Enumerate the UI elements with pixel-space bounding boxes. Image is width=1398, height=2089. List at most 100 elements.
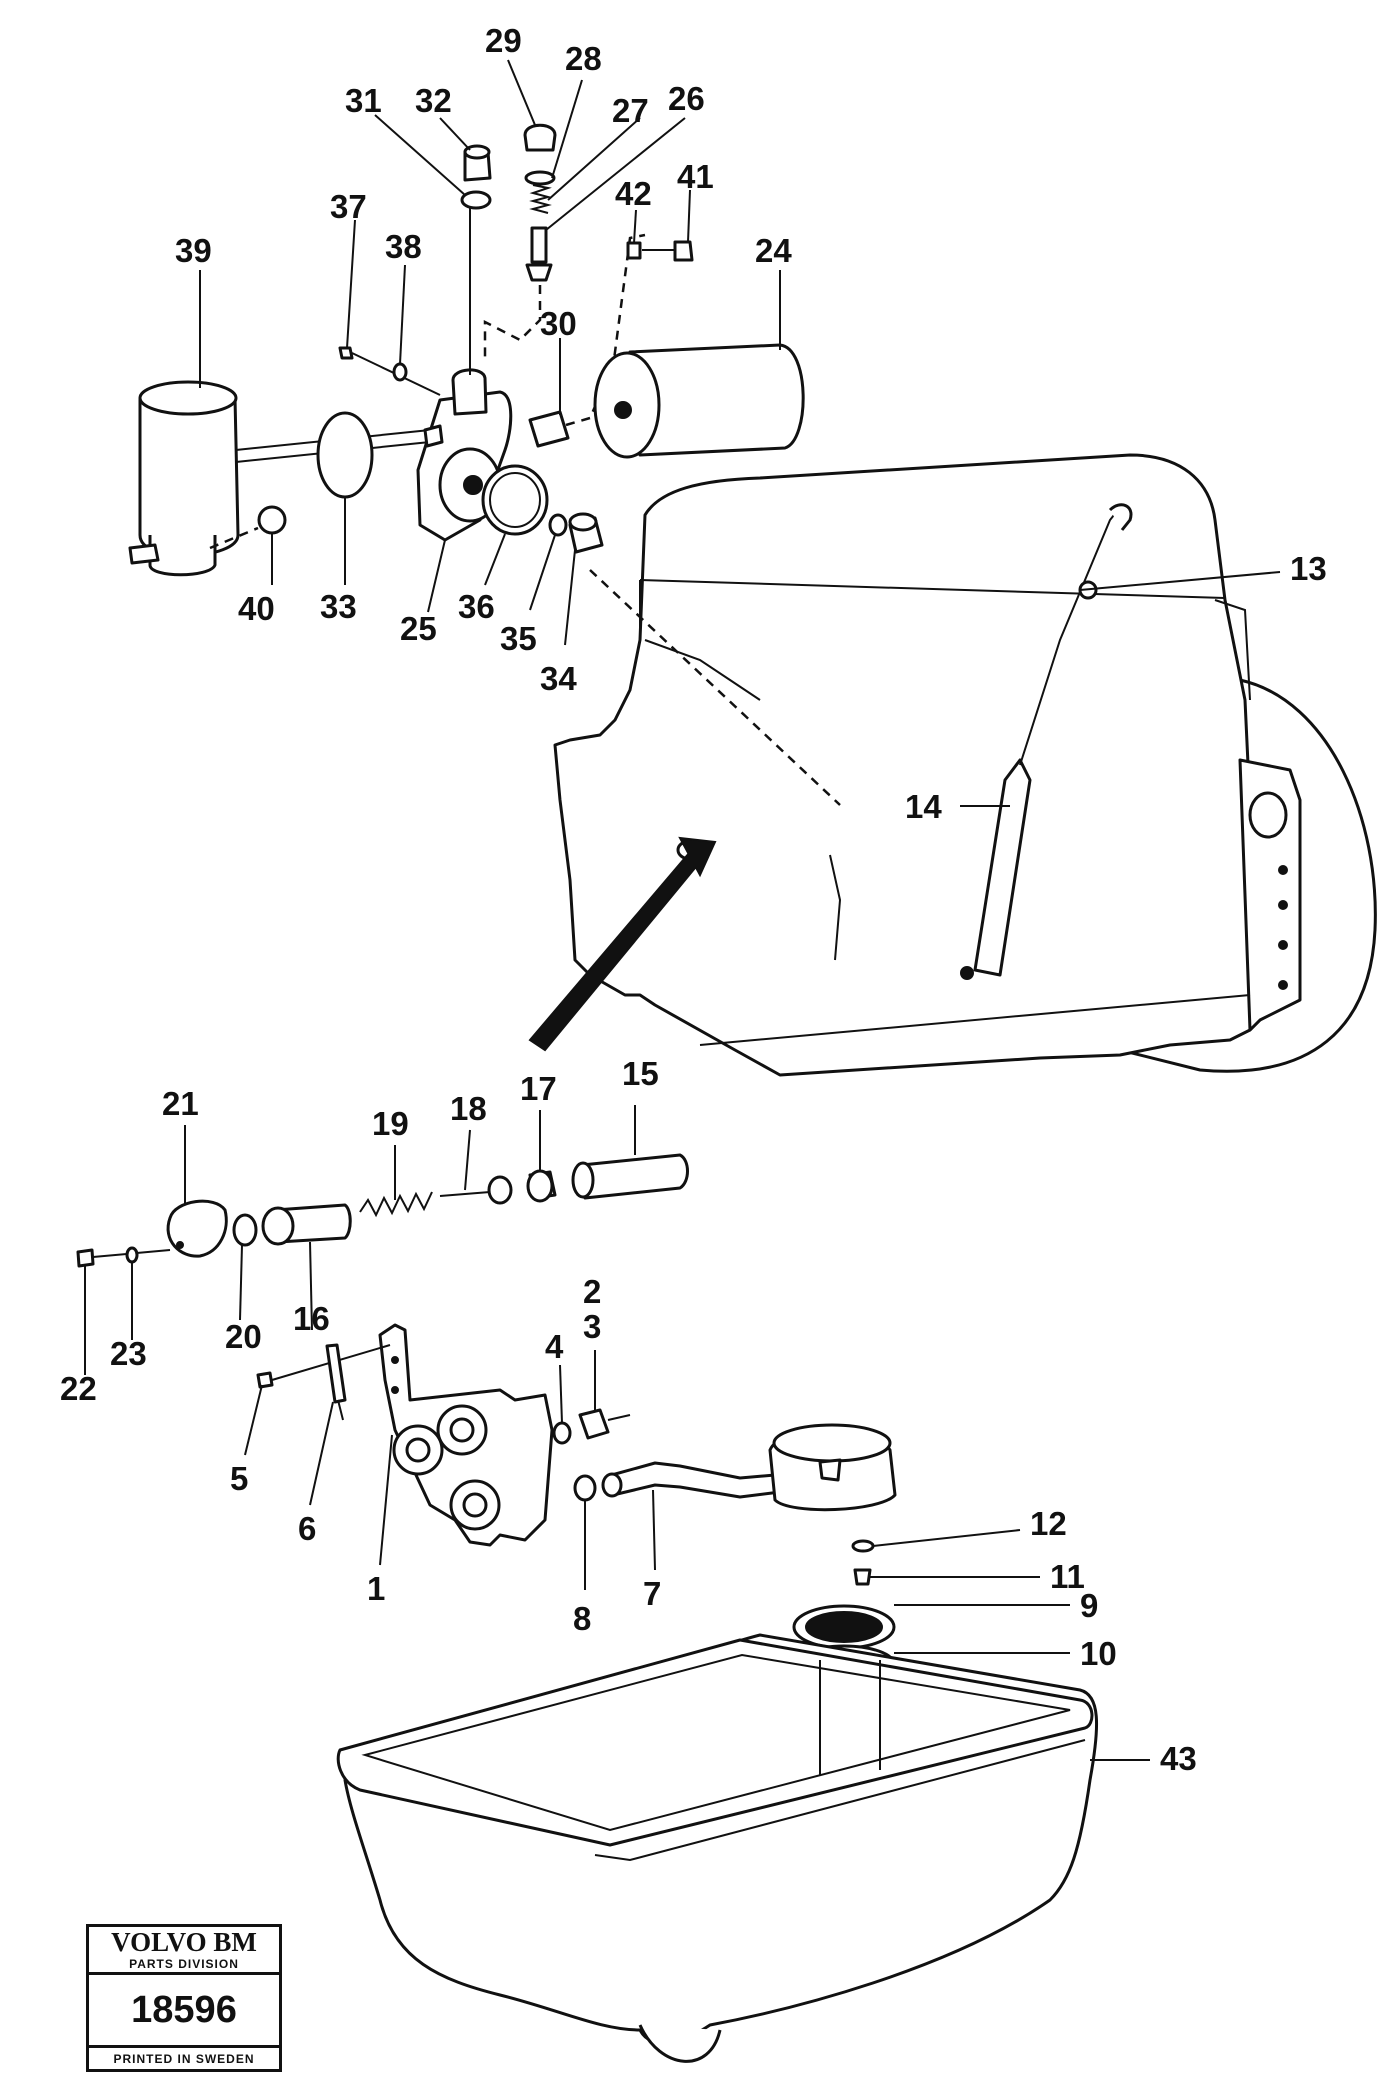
leader-25 [427,539,446,613]
oil-filter-body [628,343,805,457]
leader-29 [507,59,536,126]
valve-cone [525,263,553,282]
oil-sump [336,1633,1098,2063]
parts-division-badge: VOLVO BM PARTS DIVISION 18596 PRINTED IN… [86,1924,282,2072]
flange-bolt [1278,865,1288,875]
leader-5 [244,1384,263,1456]
callout-41: 41 [677,158,714,195]
sump-rail [699,994,1251,1046]
callout-37: 37 [330,188,367,225]
callout-24: 24 [755,232,792,269]
leader-36 [484,533,506,586]
screw-41-head [673,240,694,262]
leader-42 [633,209,637,244]
callout-32: 32 [415,82,452,119]
callout-35: 35 [500,620,537,657]
callout-21: 21 [162,1085,199,1122]
block-contour [644,639,761,701]
leader-13 [1079,571,1281,591]
callout-28: 28 [565,40,602,77]
o-ring-33 [316,411,374,499]
bolt-5-head [256,1371,274,1389]
leader-37 [346,219,356,349]
callout-29: 29 [485,22,522,59]
leader-32 [439,117,471,151]
callout-43: 43 [1160,1740,1197,1777]
plunger-16-end [261,1206,295,1246]
strainer-screen-mesh [805,1611,883,1643]
block-deck-line [639,579,1226,599]
valve-guide-line [483,285,542,360]
sleeve-15 [580,1153,689,1200]
sleeve-axis [607,1414,631,1421]
filter-housing-nipple [423,424,444,448]
lock-plate-6 [325,1343,347,1404]
leader-20 [239,1244,243,1321]
nut-17-face [526,1169,554,1203]
callout-14: 14 [905,788,942,825]
callout-34: 34 [540,660,577,697]
callout-18: 18 [450,1090,487,1127]
callout-9: 9 [1080,1587,1098,1624]
washer-8 [573,1474,597,1502]
callout-4: 4 [545,1328,564,1365]
leader-38 [399,264,406,365]
badge-number: 18596 [89,1975,279,2048]
callout-23: 23 [110,1335,147,1372]
callout-17: 17 [520,1070,557,1107]
suction-pipe [606,1461,782,1499]
plug-32-top [463,144,491,160]
filter-housing-port [463,475,483,495]
gasket-36 [481,464,549,536]
sleeve-15-end [571,1161,595,1199]
dipstick-tube [973,758,1032,977]
sump-body-edge [594,1739,1086,1862]
dipstick-handle [1108,503,1133,531]
engine-block-outline [553,453,1262,1077]
callout-5: 5 [230,1460,248,1497]
washer-12 [851,1539,875,1553]
leader-1 [379,1434,393,1566]
callout-33: 33 [320,588,357,625]
leader-12 [872,1529,1021,1547]
bolt-11 [853,1568,872,1586]
leader-28 [551,79,583,179]
badge-brand: VOLVO BM [111,1927,257,1957]
callout-42: 42 [615,175,652,212]
callout-26: 26 [668,80,705,117]
pump-body-hole [391,1386,399,1394]
callout-22: 22 [60,1370,97,1407]
sump-drain-bulge [638,2024,722,2063]
dipstick-rod [1019,509,1119,766]
leader-7 [652,1489,656,1571]
bypass-filter-outlet [128,543,160,565]
sleeve-3 [578,1408,610,1440]
callout-13: 13 [1290,550,1327,587]
lock-plate-6-tab [337,1399,344,1421]
plunger-26 [530,226,548,264]
leader-lines [84,59,1281,1761]
nipple-34-end [568,512,598,532]
leader-35 [529,534,556,611]
callout-36: 36 [458,588,495,625]
plunger-16 [273,1203,352,1244]
bolt-22-head [76,1248,95,1268]
leader-6 [309,1401,334,1506]
callout-20: 20 [225,1318,262,1355]
callout-40: 40 [238,590,275,627]
callout-6: 6 [298,1510,316,1547]
plug-guide-line [209,526,259,550]
pin-18 [439,1191,491,1197]
bypass-filter-lid [138,380,238,416]
washer-38 [392,362,408,382]
gasket-36-inner [489,472,541,528]
cover-21-hole [176,1241,184,1249]
oil-filter-assembly [128,123,805,577]
sump-rim-rail [336,1638,1094,1847]
leader-27 [547,117,641,201]
callout-10: 10 [1080,1635,1117,1672]
cover-21 [166,1199,228,1258]
leader-34 [564,549,576,646]
pump-body-hole [391,1356,399,1364]
